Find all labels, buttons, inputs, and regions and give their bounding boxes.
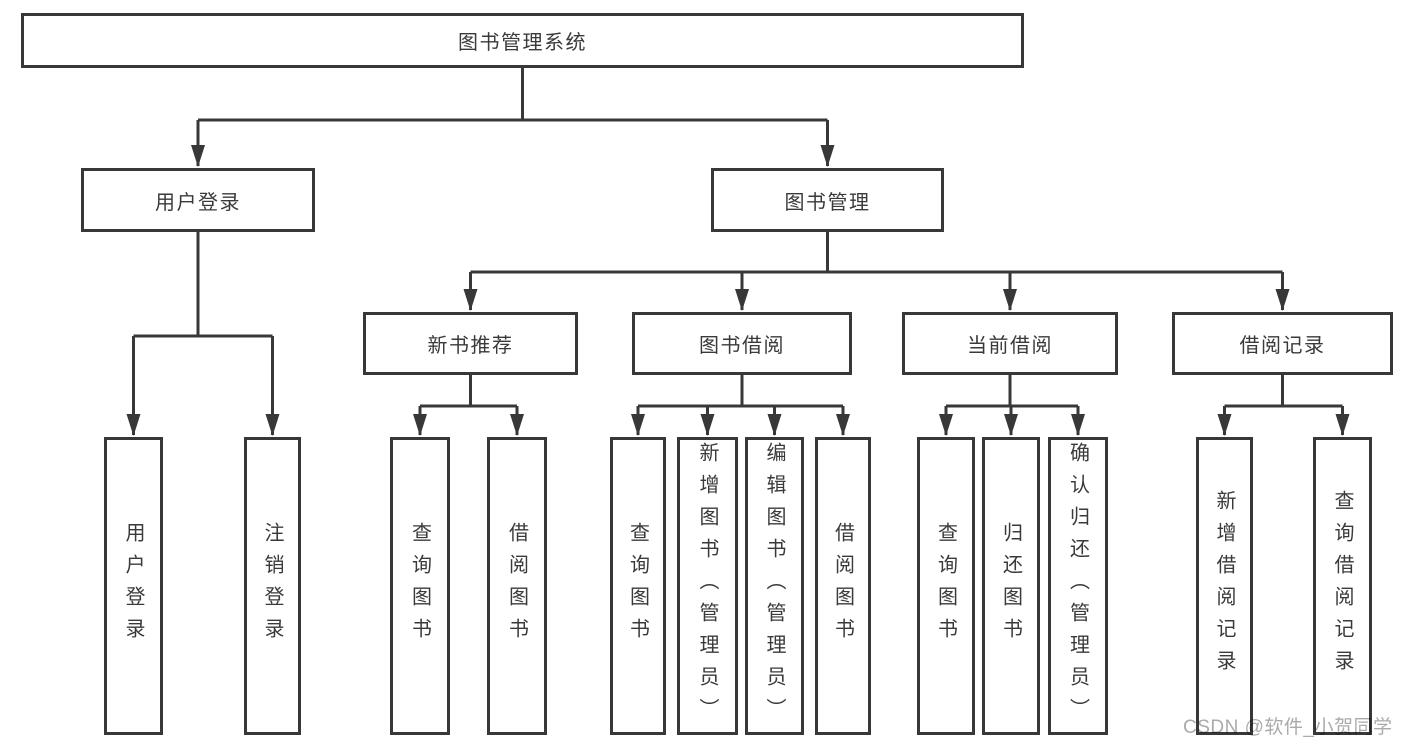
- leaf-query-books-recommend: 查询图书: [390, 437, 450, 735]
- leaf-user-login: 用户登录: [104, 437, 163, 735]
- leaf-query-books-current: 查询图书: [917, 437, 975, 735]
- node-book-management: 图书管理: [711, 168, 944, 232]
- node-new-book-recommendation: 新书推荐: [363, 312, 578, 375]
- node-label: 确认归还（管理员）: [1066, 442, 1089, 730]
- leaf-edit-book-admin: 编辑图书（管理员）: [745, 437, 804, 735]
- node-label: 注销登录: [261, 522, 283, 650]
- node-label: 图书管理: [784, 191, 871, 214]
- node-label: 归还图书: [999, 522, 1022, 650]
- leaf-logout: 注销登录: [244, 437, 301, 735]
- node-borrowing-records: 借阅记录: [1172, 312, 1393, 375]
- node-label: 查询图书: [408, 522, 431, 650]
- node-label: 图书借阅: [699, 335, 785, 357]
- leaf-query-books-borrowing: 查询图书: [610, 437, 666, 735]
- node-label: 编辑图书（管理员）: [763, 442, 785, 730]
- node-label: 借阅图书: [505, 522, 528, 650]
- leaf-borrow-books-recommend: 借阅图书: [487, 437, 547, 735]
- leaf-borrow-books: 借阅图书: [815, 437, 871, 735]
- leaf-query-borrow-record: 查询借阅记录: [1313, 437, 1372, 735]
- leaf-add-book-admin: 新增图书（管理员）: [677, 437, 738, 735]
- node-label: 用户登录: [122, 522, 144, 650]
- node-label: 图书管理系统: [458, 32, 587, 54]
- node-current-borrowing: 当前借阅: [902, 312, 1118, 375]
- leaf-add-borrow-record: 新增借阅记录: [1196, 437, 1253, 735]
- node-label: 新书推荐: [427, 335, 514, 357]
- node-label: 查询借阅记录: [1331, 490, 1353, 682]
- node-library-management-system: 图书管理系统: [21, 13, 1024, 68]
- node-label: 借阅记录: [1239, 335, 1326, 357]
- node-label: 新增借阅记录: [1213, 490, 1235, 682]
- node-label: 用户登录: [155, 191, 241, 214]
- node-label: 当前借阅: [967, 335, 1053, 357]
- node-label: 借阅图书: [831, 522, 854, 650]
- leaf-return-book: 归还图书: [982, 437, 1040, 735]
- node-label: 新增图书（管理员）: [696, 442, 718, 730]
- node-label: 查询图书: [934, 522, 957, 650]
- node-user-login: 用户登录: [81, 168, 315, 232]
- csdn-watermark: CSDN @软件_小贺同学: [1183, 717, 1393, 738]
- node-book-borrowing: 图书借阅: [632, 312, 852, 375]
- node-label: 查询图书: [626, 522, 649, 650]
- leaf-confirm-return-admin: 确认归还（管理员）: [1048, 437, 1108, 735]
